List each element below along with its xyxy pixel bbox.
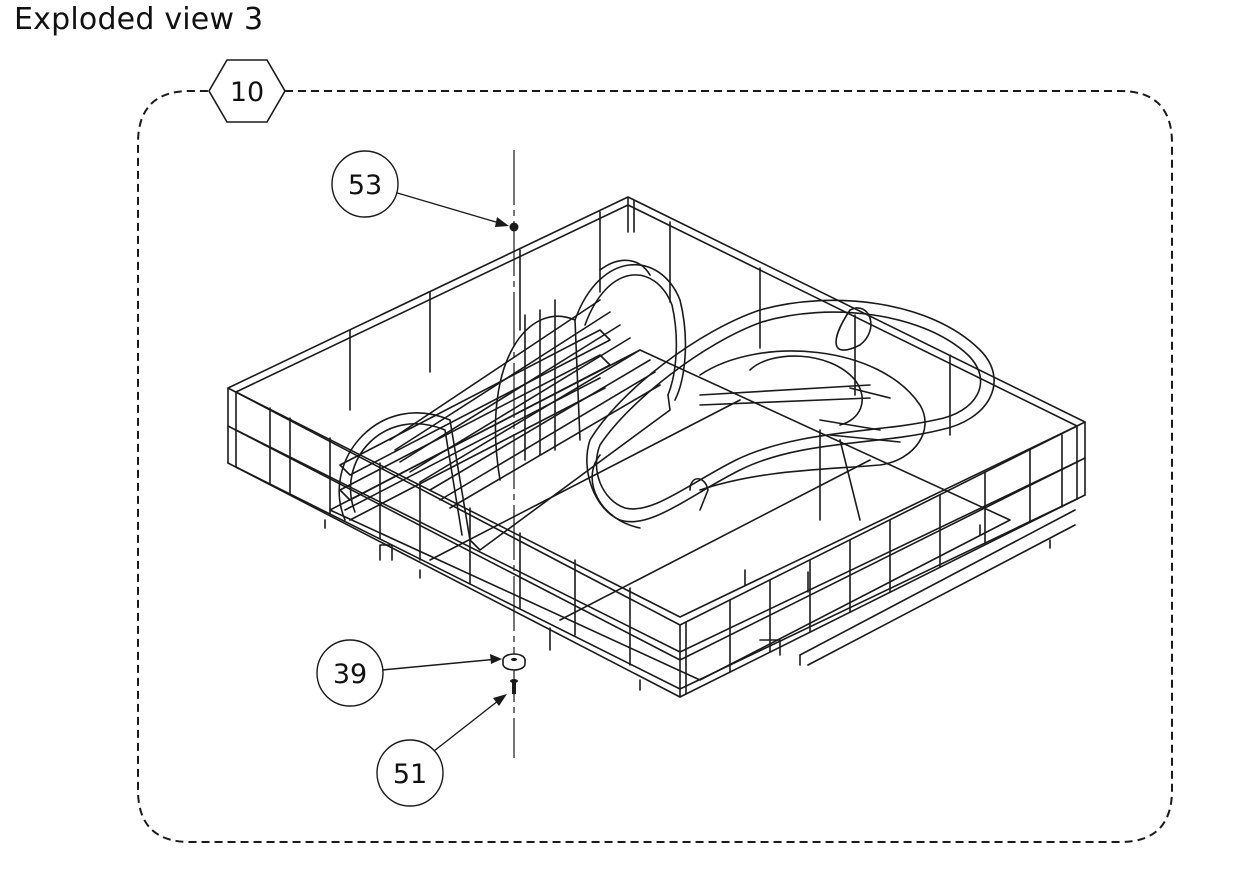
assembly-boundary — [137, 90, 1173, 843]
callout-53: 53 — [331, 150, 509, 227]
callout-39-label: 39 — [333, 659, 367, 690]
callout-53-label: 53 — [348, 170, 382, 201]
callout-51-label: 51 — [393, 759, 427, 790]
assembly-tag: 10 — [208, 59, 286, 123]
screw-part-51 — [510, 679, 518, 694]
pin-part-53 — [509, 222, 519, 232]
washer-part-39 — [502, 653, 526, 671]
assembly-tag-label: 10 — [230, 77, 264, 108]
wire-basket — [227, 196, 1086, 698]
callout-51: 51 — [376, 694, 507, 807]
callout-39: 39 — [316, 639, 502, 707]
page-title: Exploded view 3 — [14, 2, 264, 37]
